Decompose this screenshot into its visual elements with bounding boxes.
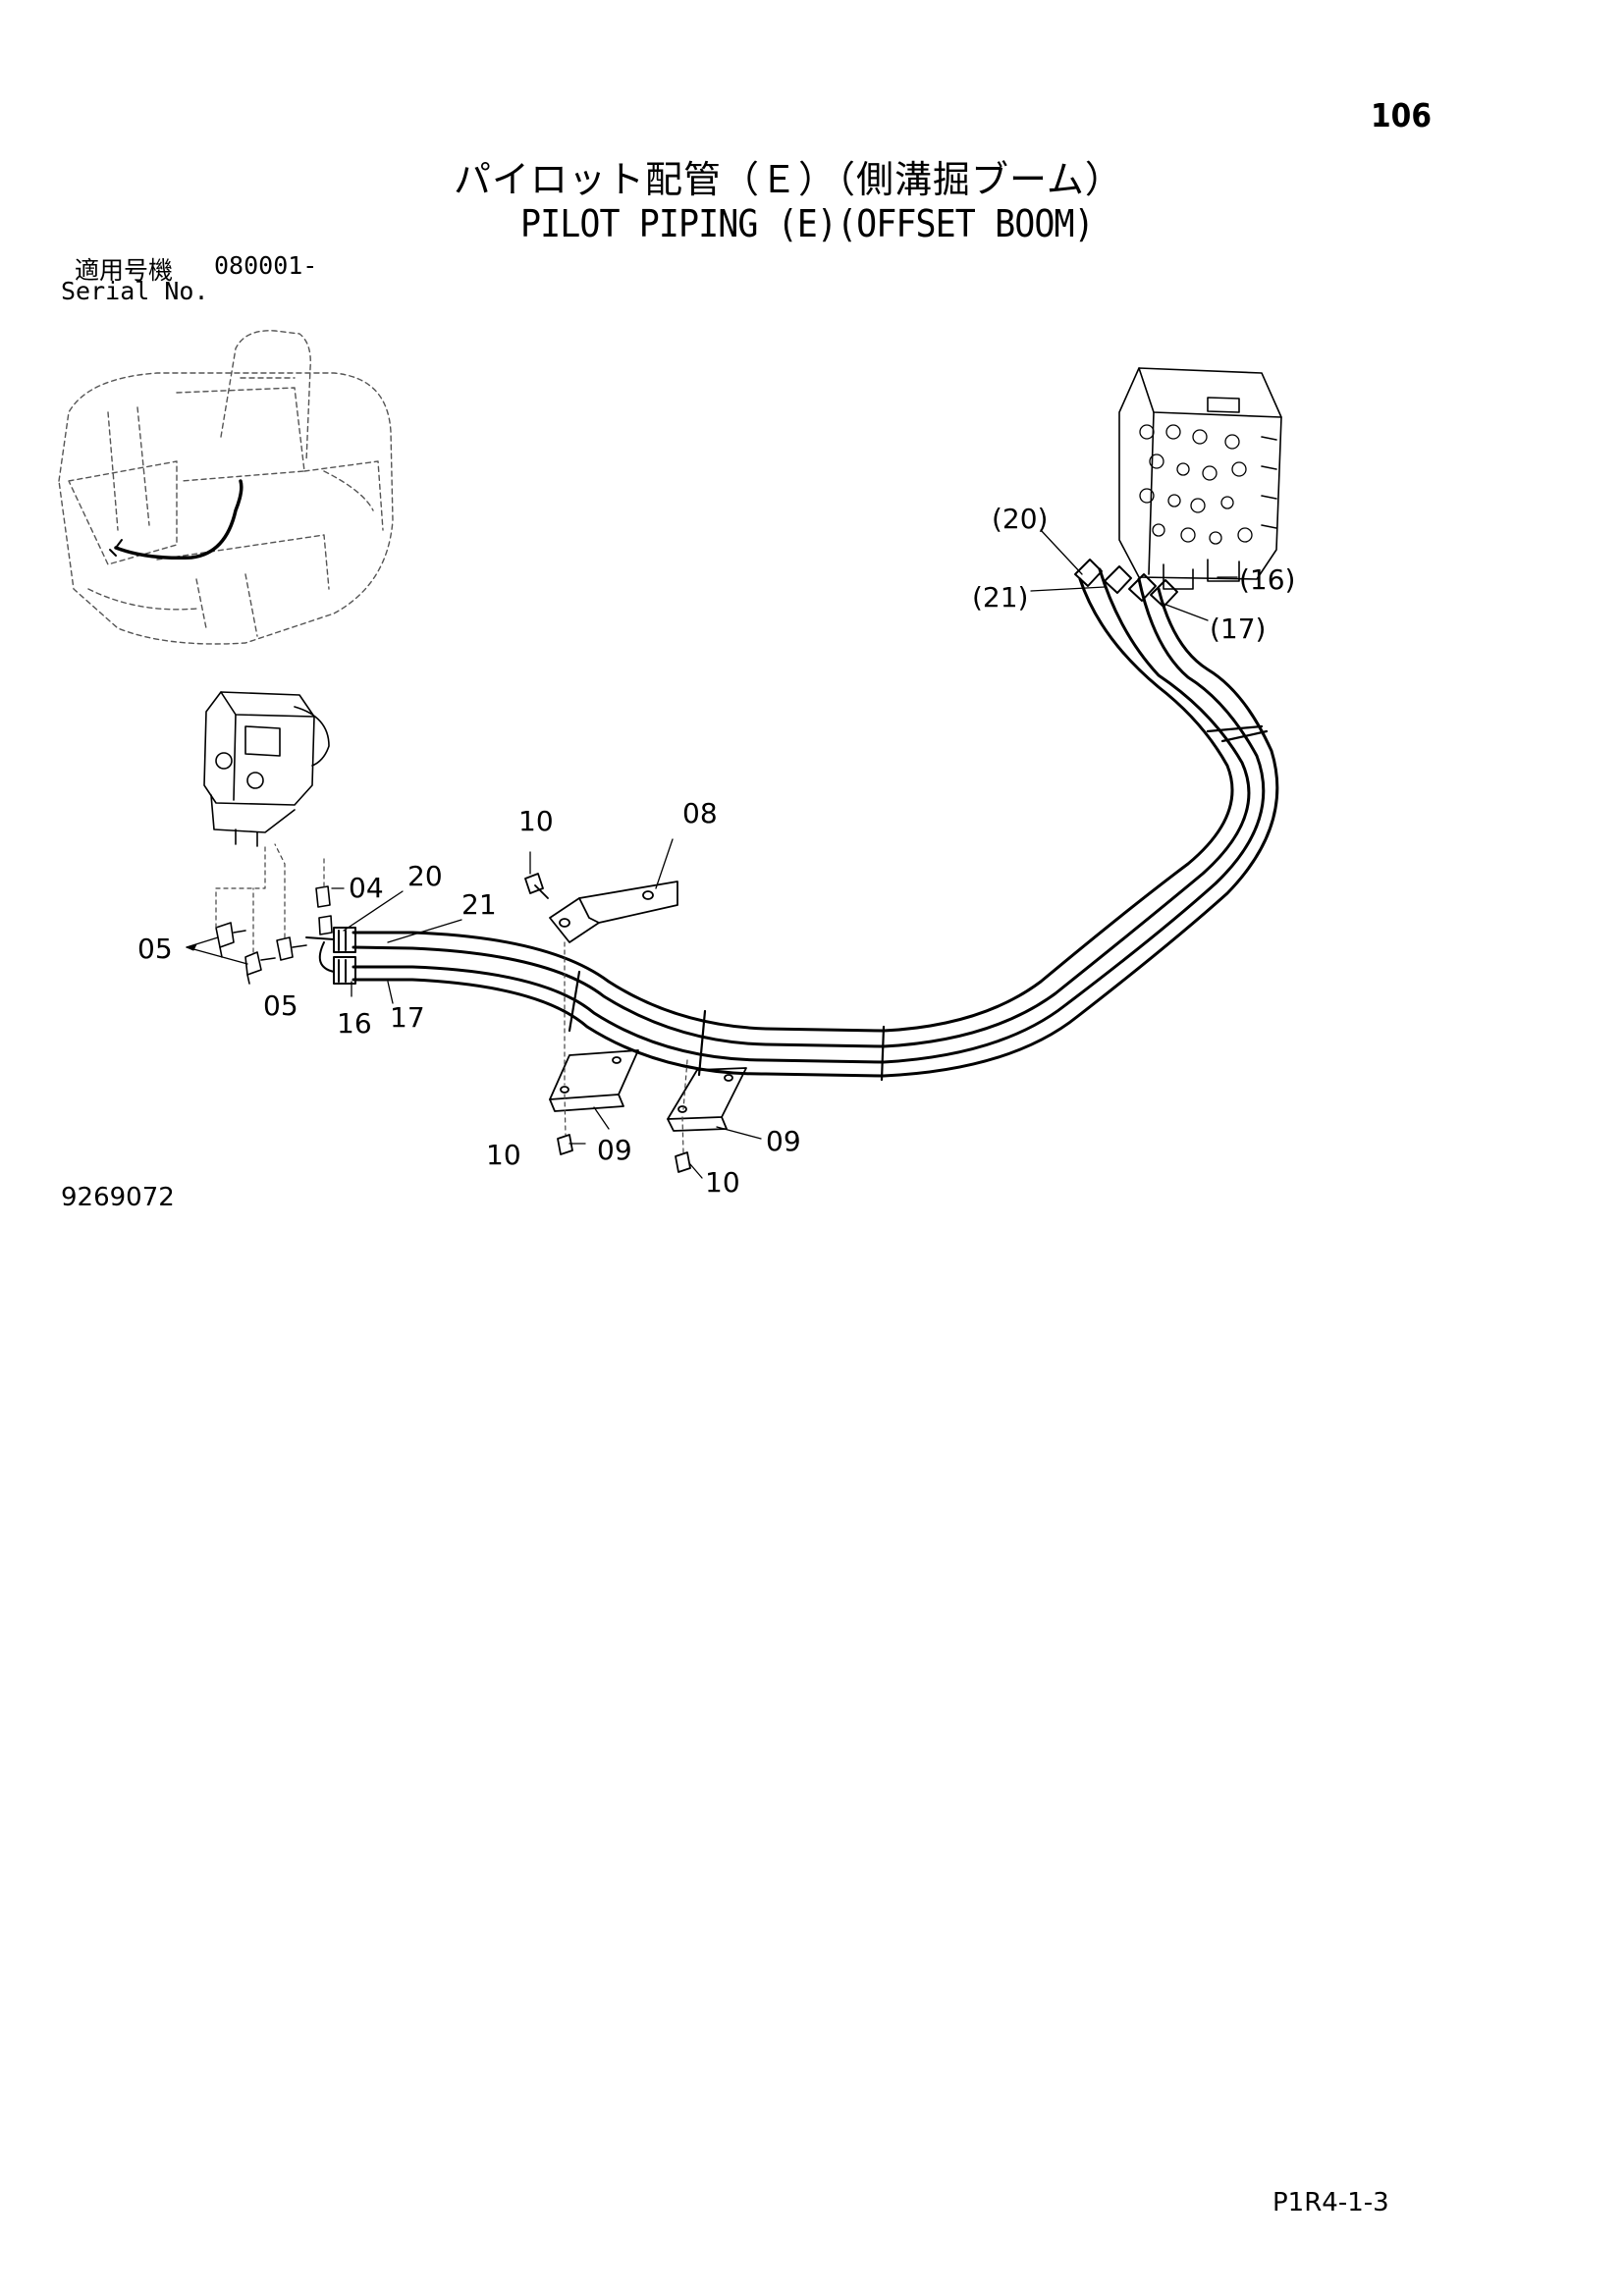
control-valve bbox=[1118, 367, 1282, 590]
callout-17: 17 bbox=[390, 1001, 425, 1034]
bracket-09-left bbox=[549, 1049, 639, 1112]
callout-21: 21 bbox=[461, 888, 497, 921]
callout-10-top: 10 bbox=[518, 805, 554, 837]
figure-id: 9269072 bbox=[61, 1183, 175, 1212]
serial-label-english: Serial No. bbox=[61, 277, 209, 305]
callout-04: 04 bbox=[349, 872, 384, 904]
page-number: 106 bbox=[1371, 96, 1432, 134]
page-title-japanese: パイロット配管（Ｅ）（側溝掘ブーム） bbox=[454, 158, 1123, 201]
callout-09-left: 09 bbox=[597, 1134, 632, 1166]
hose-end-fittings bbox=[305, 927, 356, 985]
page-code: P1R4-1-3 bbox=[1272, 2188, 1389, 2217]
callout-05-bottom: 05 bbox=[263, 989, 298, 1022]
callout-17-paren: (17) bbox=[1210, 613, 1267, 645]
callout-08: 08 bbox=[682, 797, 718, 829]
fittings bbox=[215, 885, 333, 985]
pilot-hose-bundle bbox=[352, 567, 1279, 1078]
callout-21-paren: (21) bbox=[972, 581, 1029, 614]
callout-10-right: 10 bbox=[705, 1166, 740, 1199]
callout-10-left: 10 bbox=[486, 1139, 521, 1171]
leader-lines bbox=[186, 529, 1238, 1179]
callout-20-paren: (20) bbox=[992, 503, 1049, 535]
bracket-09-right bbox=[667, 1067, 747, 1132]
pilot-valve bbox=[203, 691, 330, 847]
serial-label-japanese: 適用号機 bbox=[75, 256, 174, 285]
machine-overview-sketch bbox=[58, 330, 394, 645]
serial-range: 080001- bbox=[214, 251, 318, 280]
bracket-08 bbox=[549, 881, 678, 943]
callout-05-left: 05 bbox=[137, 933, 173, 965]
bolt-10-left bbox=[557, 1134, 573, 1155]
callout-16: 16 bbox=[337, 1007, 372, 1040]
pilot-hose-overview bbox=[114, 479, 244, 561]
callout-16-paren: (16) bbox=[1239, 563, 1296, 596]
bolt-10-right bbox=[675, 1151, 691, 1173]
bolt-10-top bbox=[524, 873, 549, 899]
callout-20: 20 bbox=[407, 860, 443, 892]
callout-09-right: 09 bbox=[766, 1125, 801, 1157]
page-title-english: PILOT PIPING (E)(OFFSET BOOM) bbox=[520, 202, 1095, 245]
hose-bands bbox=[568, 724, 1269, 1082]
